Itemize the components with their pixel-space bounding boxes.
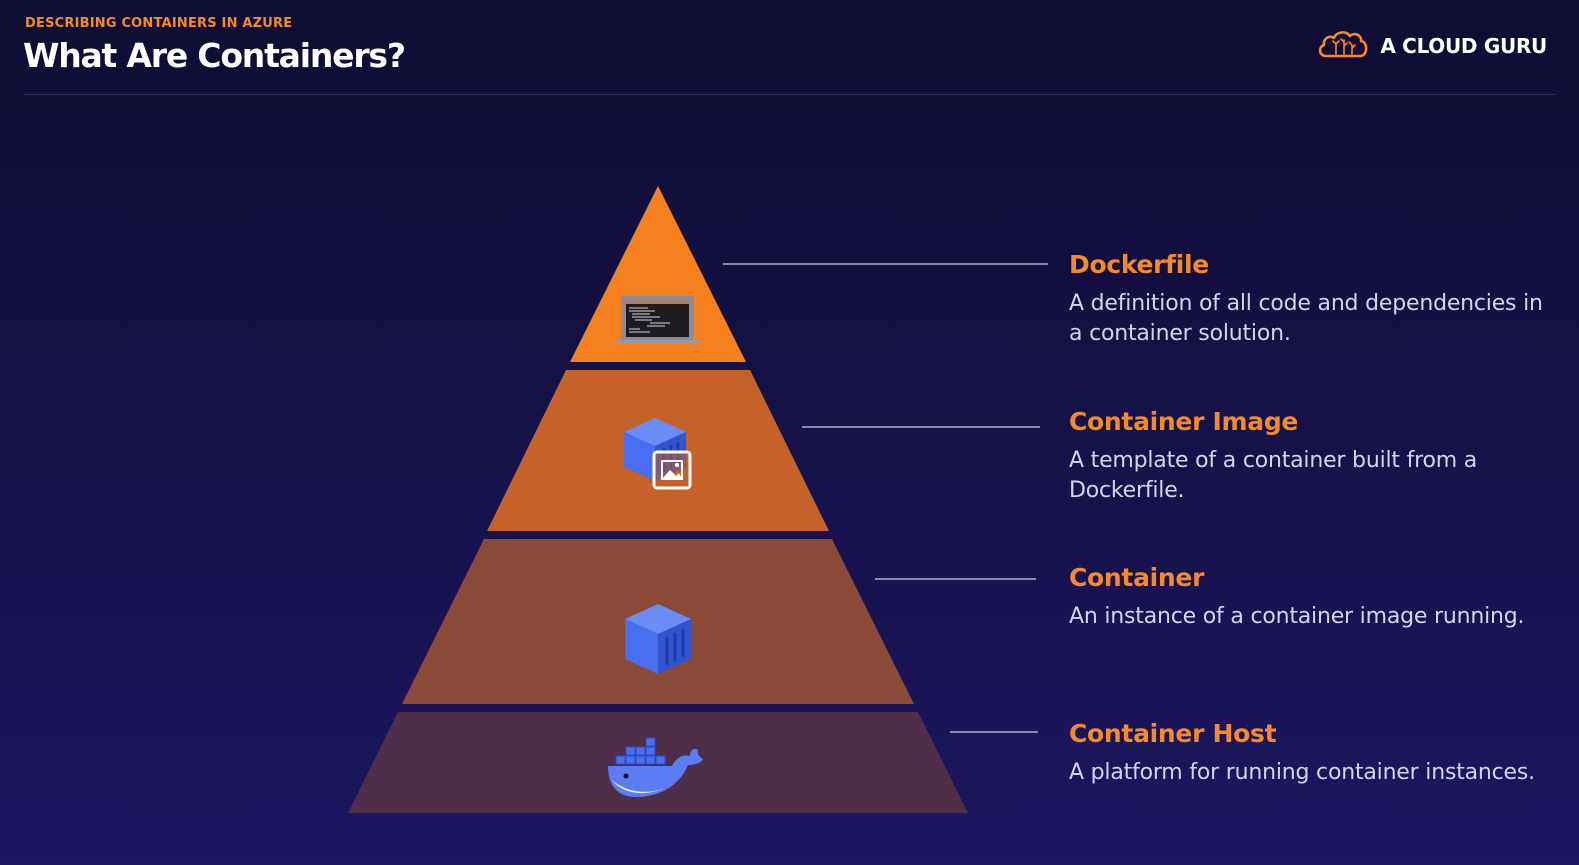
brand-logo: A CLOUD GURU [1316,28,1547,64]
tier-description: A template of a container built from a D… [1069,448,1478,503]
container-image-icon [624,418,692,490]
tier-heading: Container Image [1069,407,1299,436]
tier-description: An instance of a container image running… [1069,604,1525,629]
brand-name: A CLOUD GURU [1380,34,1547,58]
tier-container-image: Container Image A template of a containe… [1069,407,1549,506]
header-divider [23,94,1556,95]
tier-heading: Dockerfile [1069,250,1209,279]
cloud-logo-icon [1316,28,1370,64]
tier-dockerfile: Dockerfile A definition of all code and … [1069,250,1549,349]
laptop-terminal-icon [614,296,701,344]
tier-heading: Container Host [1069,719,1277,748]
tier-container: Container An instance of a container ima… [1069,563,1549,632]
eyebrow-label: DESCRIBING CONTAINERS IN AZURE [25,16,293,31]
tier-heading: Container [1069,563,1205,592]
page-title: What Are Containers? [23,36,406,75]
tier-container-host: Container Host A platform for running co… [1069,719,1549,788]
tier-description: A platform for running container instanc… [1069,760,1535,785]
docker-whale-icon [608,737,703,797]
tier-description: A definition of all code and dependencie… [1069,291,1543,346]
container-cube-icon [625,604,691,674]
pyramid-tier-dockerfile [570,186,746,362]
